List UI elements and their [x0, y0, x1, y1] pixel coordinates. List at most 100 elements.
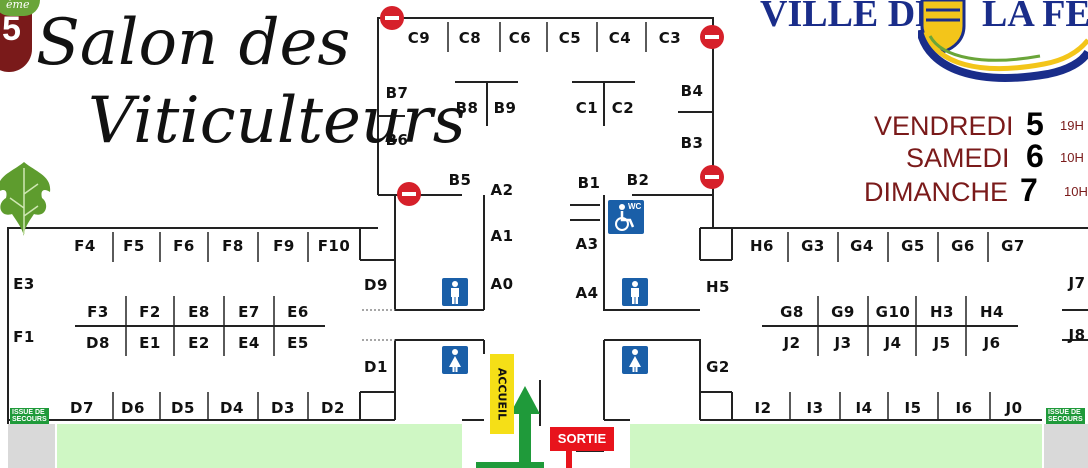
stand-label[interactable]: B6: [385, 131, 409, 149]
schedule-time-3: 10H: [1064, 184, 1088, 199]
schedule-time-2: 10H: [1060, 150, 1084, 165]
stand-label[interactable]: C2: [611, 99, 635, 117]
schedule-day-1: VENDREDI: [874, 111, 1014, 141]
stand-label[interactable]: D5: [171, 399, 195, 417]
stand-label[interactable]: I4: [855, 399, 873, 417]
stand-label[interactable]: E2: [188, 334, 210, 352]
stand-label[interactable]: F5: [123, 237, 145, 255]
stand-label[interactable]: G4: [850, 237, 874, 255]
exit-arrow-icon: [566, 451, 572, 468]
stand-label[interactable]: D7: [70, 399, 94, 417]
stand-label[interactable]: J3: [834, 334, 852, 352]
edition-number: 5: [2, 10, 21, 48]
stand-label[interactable]: G6: [951, 237, 975, 255]
stand-label[interactable]: A4: [575, 284, 599, 302]
stand-label[interactable]: J7: [1068, 274, 1086, 292]
stand-label[interactable]: J5: [933, 334, 951, 352]
stand-label[interactable]: C1: [575, 99, 599, 117]
stand-label[interactable]: F4: [74, 237, 96, 255]
exit-sign-icon: ISSUE DE SECOURS: [1046, 408, 1085, 424]
green-floor-left: [57, 424, 462, 468]
schedule-num-3: 7: [1020, 172, 1038, 208]
stand-label[interactable]: G5: [901, 237, 925, 255]
stand-label[interactable]: E3: [13, 275, 35, 293]
sortie-sign: SORTIE: [550, 427, 614, 451]
stand-label[interactable]: J2: [783, 334, 801, 352]
stand-label[interactable]: B4: [680, 82, 704, 100]
stand-label[interactable]: F1: [13, 328, 35, 346]
stand-label[interactable]: E7: [238, 303, 260, 321]
stand-label[interactable]: C8: [458, 29, 482, 47]
stand-label[interactable]: J8: [1068, 326, 1086, 344]
stand-label[interactable]: F10: [317, 237, 351, 255]
stand-label[interactable]: F9: [273, 237, 295, 255]
stand-label[interactable]: C4: [608, 29, 632, 47]
stand-label[interactable]: C9: [407, 29, 431, 47]
stand-label[interactable]: B2: [626, 171, 650, 189]
stand-label[interactable]: A1: [490, 227, 514, 245]
stand-label[interactable]: A2: [490, 181, 514, 199]
stand-label[interactable]: C6: [508, 29, 532, 47]
town-name-right: LA FE: [982, 0, 1088, 35]
stand-label[interactable]: G8: [780, 303, 804, 321]
stand-label[interactable]: H3: [930, 303, 954, 321]
wheelchair-icon: [608, 200, 644, 234]
stand-label[interactable]: B7: [385, 84, 409, 102]
toilet-female-icon: [622, 346, 648, 374]
stand-label[interactable]: E5: [287, 334, 309, 352]
stand-label[interactable]: D8: [86, 334, 110, 352]
stand-label[interactable]: I2: [754, 399, 772, 417]
stand-label[interactable]: A0: [490, 275, 514, 293]
stand-label[interactable]: F2: [139, 303, 161, 321]
stand-label[interactable]: A3: [575, 235, 599, 253]
stand-label[interactable]: E1: [139, 334, 161, 352]
exit-sign-icon: ISSUE DE SECOURS: [10, 408, 49, 424]
stand-label[interactable]: F8: [222, 237, 244, 255]
stand-label[interactable]: G2: [706, 358, 730, 376]
stand-label[interactable]: H5: [706, 278, 730, 296]
stand-label[interactable]: B8: [455, 99, 479, 117]
stand-label[interactable]: I3: [806, 399, 824, 417]
accueil-sign: ACCUEIL: [490, 354, 514, 434]
stand-label[interactable]: G10: [875, 303, 911, 321]
stand-label[interactable]: D2: [321, 399, 345, 417]
accueil-label: ACCUEIL: [495, 367, 509, 421]
no-entry-icon: [700, 25, 724, 49]
stand-label[interactable]: J0: [1005, 399, 1023, 417]
stand-label[interactable]: J6: [983, 334, 1001, 352]
stand-label[interactable]: I5: [904, 399, 922, 417]
schedule-day-2: SAMEDI: [906, 143, 1010, 173]
stand-label[interactable]: D4: [220, 399, 244, 417]
exit-sign-line1: ISSUE DE: [1048, 409, 1081, 416]
stand-label[interactable]: G7: [1001, 237, 1025, 255]
stand-label[interactable]: F3: [87, 303, 109, 321]
stand-label[interactable]: E6: [287, 303, 309, 321]
toilet-male-icon: [622, 278, 648, 306]
stand-label[interactable]: I6: [955, 399, 973, 417]
stand-label[interactable]: D6: [121, 399, 145, 417]
stand-label[interactable]: D3: [271, 399, 295, 417]
green-floor-right: [630, 424, 1042, 468]
edition-suffix: ème: [6, 0, 30, 11]
stand-label[interactable]: F6: [173, 237, 195, 255]
stand-label[interactable]: H6: [750, 237, 774, 255]
stand-label[interactable]: E8: [188, 303, 210, 321]
stand-label[interactable]: B9: [493, 99, 517, 117]
stand-label[interactable]: J4: [884, 334, 902, 352]
town-name-left: VILLE DE: [760, 0, 941, 35]
stand-label[interactable]: C3: [658, 29, 682, 47]
stand-label[interactable]: B3: [680, 134, 704, 152]
stand-label[interactable]: D9: [364, 276, 388, 294]
stand-label[interactable]: E4: [238, 334, 260, 352]
stand-label[interactable]: D1: [364, 358, 388, 376]
stand-label[interactable]: C5: [558, 29, 582, 47]
schedule-day-3: DIMANCHE: [864, 177, 1009, 207]
stand-label[interactable]: G9: [831, 303, 855, 321]
toilet-male-icon: [442, 278, 468, 306]
stand-label[interactable]: B5: [448, 171, 472, 189]
leaf-icon: [0, 162, 51, 236]
stand-label[interactable]: G3: [801, 237, 825, 255]
stand-label[interactable]: B1: [577, 174, 601, 192]
stand-label[interactable]: H4: [980, 303, 1004, 321]
